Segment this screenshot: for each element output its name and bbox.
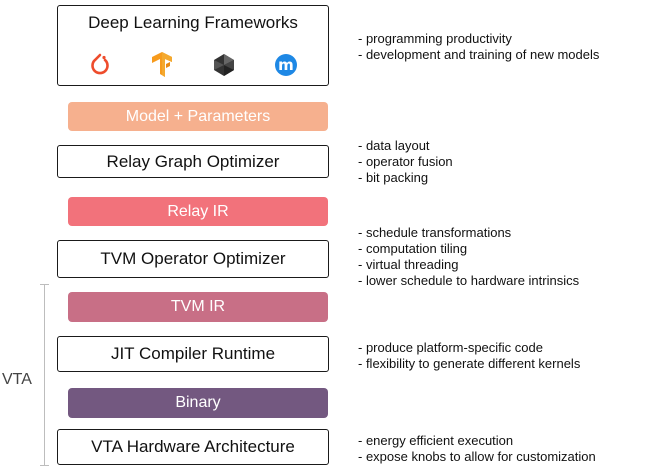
note: - operator fusion: [358, 154, 453, 169]
pytorch-icon: [87, 52, 113, 78]
relay-optimizer-notes: - data layout - operator fusion - bit pa…: [358, 138, 453, 186]
vta-bracket-line: [44, 284, 45, 465]
tvm-operator-optimizer-box: TVM Operator Optimizer: [57, 240, 329, 278]
note: - produce platform-specific code: [358, 340, 543, 355]
mxnet-m-icon: m: [273, 52, 299, 78]
frameworks-title: Deep Learning Frameworks: [88, 13, 298, 32]
note: - computation tiling: [358, 241, 468, 256]
relay-graph-optimizer-box: Relay Graph Optimizer: [57, 145, 329, 178]
note: - expose knobs to allow for customizatio…: [358, 449, 596, 464]
framework-icons: m: [58, 52, 328, 78]
tvm-optimizer-notes: - schedule transformations - computation…: [358, 225, 579, 289]
jit-notes: - produce platform-specific code - flexi…: [358, 340, 580, 372]
note: - development and training of new models: [358, 47, 600, 62]
vta-label: VTA: [2, 371, 32, 388]
mxnet-icon: [211, 52, 237, 78]
vta-hw-notes: - energy efficient execution - expose kn…: [358, 433, 596, 465]
binary-band: Binary: [68, 388, 328, 418]
vta-bracket-top-cap: [40, 284, 49, 285]
vta-bracket-bottom-cap: [40, 465, 49, 466]
frameworks-box: Deep Learning Frameworks: [57, 5, 329, 86]
note: - lower schedule to hardware intrinsics: [358, 273, 580, 288]
note: - bit packing: [358, 170, 429, 185]
frameworks-notes: - programming productivity - development…: [358, 31, 599, 63]
tensorflow-icon: [149, 52, 175, 78]
tvm-ir-band: TVM IR: [68, 292, 328, 322]
relay-ir-band: Relay IR: [68, 197, 328, 226]
note: - programming productivity: [358, 31, 512, 46]
vta-hardware-architecture-box: VTA Hardware Architecture: [57, 429, 329, 465]
svg-text:m: m: [278, 56, 294, 74]
note: - energy efficient execution: [358, 433, 514, 448]
model-parameters-band: Model + Parameters: [68, 102, 328, 131]
note: - flexibility to generate different kern…: [358, 356, 581, 371]
jit-compiler-runtime-box: JIT Compiler Runtime: [57, 336, 329, 372]
note: - schedule transformations: [358, 225, 512, 240]
note: - data layout: [358, 138, 430, 153]
note: - virtual threading: [358, 257, 459, 272]
